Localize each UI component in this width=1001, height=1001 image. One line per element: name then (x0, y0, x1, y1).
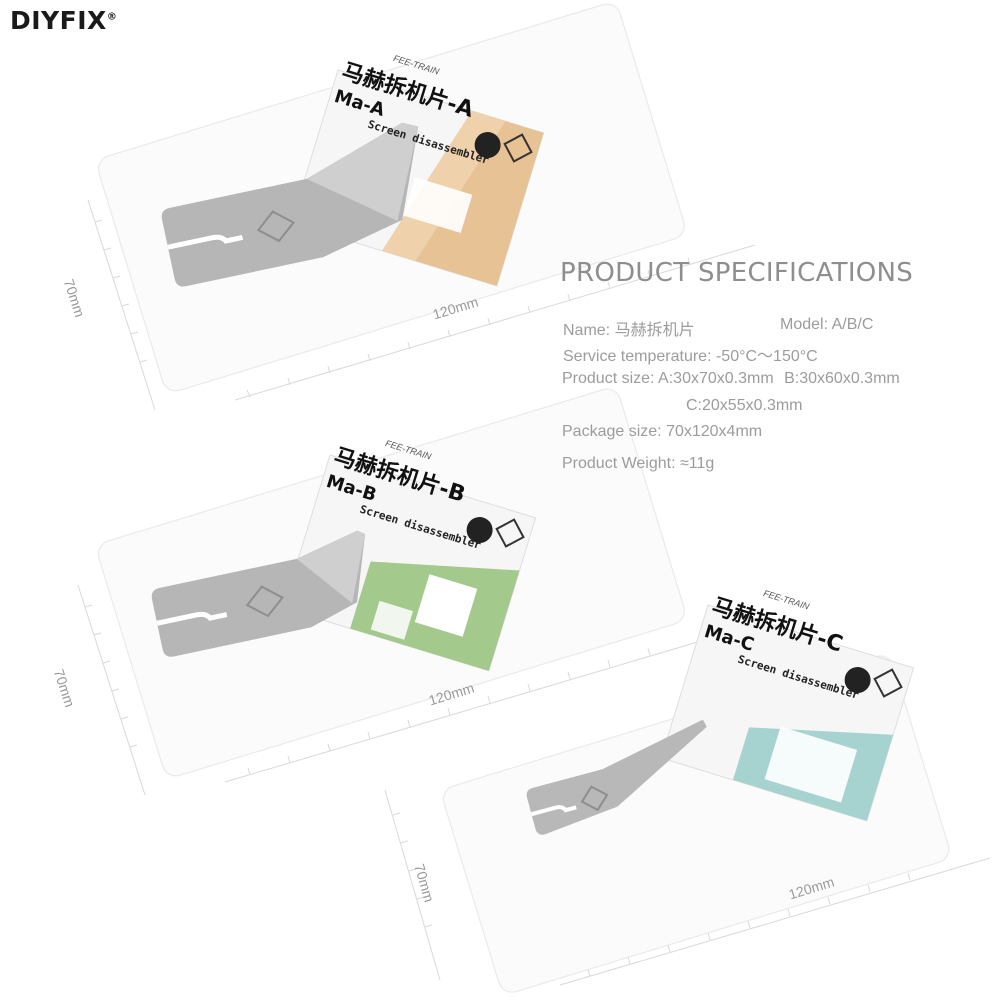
spec-size-a: A:30x70x0.3mm (658, 370, 774, 387)
spec-temperature-row: Service temperature: -50°C～150°C (563, 342, 818, 366)
spec-weight-row: Product Weight: ≈11g (562, 455, 714, 473)
spec-size-b: B:30x60x0.3mm (784, 370, 900, 387)
ruler-height (87, 199, 156, 411)
spudger-c (526, 719, 707, 835)
specs-title: PRODUCT SPECIFICATIONS (560, 258, 914, 288)
spec-name-row: Name: 马赫拆机片 (563, 316, 695, 340)
brand-logo: DIYFIX® (10, 6, 117, 35)
ruler-width (224, 627, 746, 783)
spec-weight-value: ≈11g (680, 455, 715, 472)
spec-temperature-label: Service temperature: (563, 348, 712, 365)
spec-package-label: Package size: (562, 423, 662, 440)
spec-model-value: A/B/C (831, 316, 874, 333)
spudger-a (161, 122, 419, 287)
spec-size-c: C:20x55x0.3mm (686, 397, 803, 414)
spec-package-value: 70x120x4mm (666, 423, 763, 440)
registered-mark: ® (106, 11, 118, 23)
spec-package-row: Package size: 70x120x4mm (562, 423, 762, 441)
spec-model-label: Model: (780, 316, 829, 333)
ruler-height (384, 789, 441, 981)
card-c (660, 604, 915, 822)
spec-name-label: Name: (563, 322, 611, 339)
spec-size-row: Product size: A:30x70x0.3mm B:30x60x0.3m… (562, 370, 900, 388)
ruler-width (559, 857, 991, 986)
spec-weight-label: Product Weight: (562, 455, 676, 472)
product-specifications: PRODUCT SPECIFICATIONS (560, 258, 913, 306)
card-b (282, 454, 537, 672)
spec-name-value: 马赫拆机片 (614, 322, 695, 339)
spec-size-label: Product size: (562, 370, 655, 387)
ruler-width (234, 244, 756, 401)
spec-size-row-2: C:20x55x0.3mm (686, 397, 803, 415)
brand-name: DIYFIX (10, 6, 107, 35)
spudger-b (151, 530, 366, 657)
spec-temperature-value: -50°C～150°C (715, 348, 818, 365)
ruler-height (77, 584, 146, 796)
spec-model-row: Model: A/B/C (780, 316, 873, 334)
